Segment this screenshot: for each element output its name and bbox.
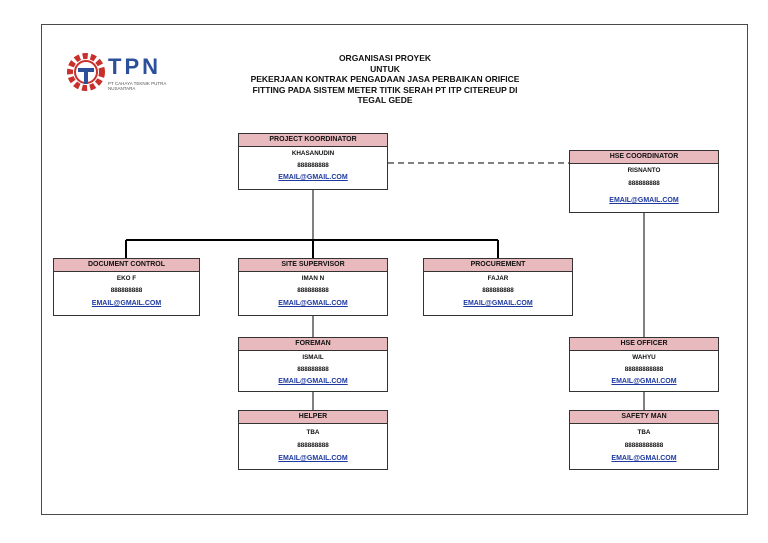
title-line: ORGANISASI PROYEK: [338, 53, 432, 63]
box-email-link[interactable]: EMAIL@GMAIL.COM: [278, 300, 348, 307]
logo-subtitle: PT CAHAYA TEKNIK PUTRA NUSANTARA: [108, 81, 167, 91]
box-title: HELPER: [239, 411, 387, 424]
logo-text: TPN: [108, 54, 161, 79]
box-name: FAJAR: [487, 275, 509, 282]
box-email-link[interactable]: EMAIL@GMAIL.COM: [278, 455, 348, 462]
title-line: UNTUK: [370, 63, 400, 74]
box-name: TBA: [637, 429, 651, 436]
gear-logo-icon: [67, 53, 105, 91]
box-email-link[interactable]: EMAIL@GMAIL.COM: [463, 300, 533, 307]
box-phone: 88888888888: [624, 366, 664, 373]
box-name: EKO F: [116, 275, 137, 282]
box-document-control: DOCUMENT CONTROL EKO F 888888888 EMAIL@G…: [53, 258, 200, 316]
box-title: HSE COORDINATOR: [570, 151, 718, 164]
box-foreman: FOREMAN ISMAIL 888888888 EMAIL@GMAIL.COM: [238, 337, 388, 392]
box-name: TBA: [306, 429, 320, 436]
box-name: RISNANTO: [627, 167, 661, 174]
box-email-link[interactable]: EMAIL@GMAI.COM: [611, 455, 677, 462]
box-phone: 888888888: [628, 180, 660, 187]
box-email-link[interactable]: EMAIL@GMAIL.COM: [278, 174, 348, 181]
document-title: ORGANISASI PROYEK UNTUK PEKERJAAN KONTRA…: [200, 53, 570, 106]
box-email-link[interactable]: EMAIL@GMAIL.COM: [609, 197, 679, 204]
page-frame: [41, 24, 748, 515]
box-email-link[interactable]: EMAIL@GMAIL.COM: [278, 378, 348, 385]
title-line: FITTING PADA SISTEM METER TITIK SERAH PT…: [252, 84, 518, 95]
box-project-koordinator: PROJECT KOORDINATOR KHASANUDIN 888888888…: [238, 133, 388, 190]
box-safety-man: SAFETY MAN TBA 88888888888 EMAIL@GMAI.CO…: [569, 410, 719, 470]
title-line: TEGAL GEDE: [357, 95, 413, 105]
box-phone: 888888888: [297, 162, 329, 169]
title-line: PEKERJAAN KONTRAK PENGADAAN JASA PERBAIK…: [250, 74, 520, 84]
box-title: SAFETY MAN: [570, 411, 718, 424]
box-hse-coordinator: HSE COORDINATOR RISNANTO 888888888 EMAIL…: [569, 150, 719, 213]
box-title: FOREMAN: [239, 338, 387, 351]
box-email-link[interactable]: EMAIL@GMAI.COM: [611, 378, 677, 385]
box-title: HSE OFFICER: [570, 338, 718, 351]
box-name: KHASANUDIN: [291, 150, 335, 157]
box-phone: 888888888: [110, 287, 143, 294]
box-title: SITE SUPERVISOR: [239, 259, 387, 272]
company-logo: TPN PT CAHAYA TEKNIK PUTRA NUSANTARA: [64, 48, 182, 98]
box-phone: 88888888888: [624, 442, 664, 449]
box-phone: 888888888: [297, 366, 329, 373]
box-site-supervisor: SITE SUPERVISOR IMAN N 888888888 EMAIL@G…: [238, 258, 388, 316]
box-title: PROJECT KOORDINATOR: [239, 134, 387, 147]
box-title: DOCUMENT CONTROL: [54, 259, 199, 272]
box-procurement: PROCUREMENT FAJAR 888888888 EMAIL@GMAIL.…: [423, 258, 573, 316]
box-name: IMAN N: [301, 275, 325, 282]
box-phone: 888888888: [482, 287, 514, 294]
box-name: ISMAIL: [302, 354, 324, 361]
box-hse-officer: HSE OFFICER WAHYU 88888888888 EMAIL@GMAI…: [569, 337, 719, 392]
box-name: WAHYU: [632, 354, 656, 361]
box-email-link[interactable]: EMAIL@GMAIL.COM: [91, 300, 162, 307]
box-phone: 888888888: [297, 442, 329, 449]
box-phone: 888888888: [297, 287, 329, 294]
box-title: PROCUREMENT: [424, 259, 572, 272]
box-helper: HELPER TBA 888888888 EMAIL@GMAIL.COM: [238, 410, 388, 470]
